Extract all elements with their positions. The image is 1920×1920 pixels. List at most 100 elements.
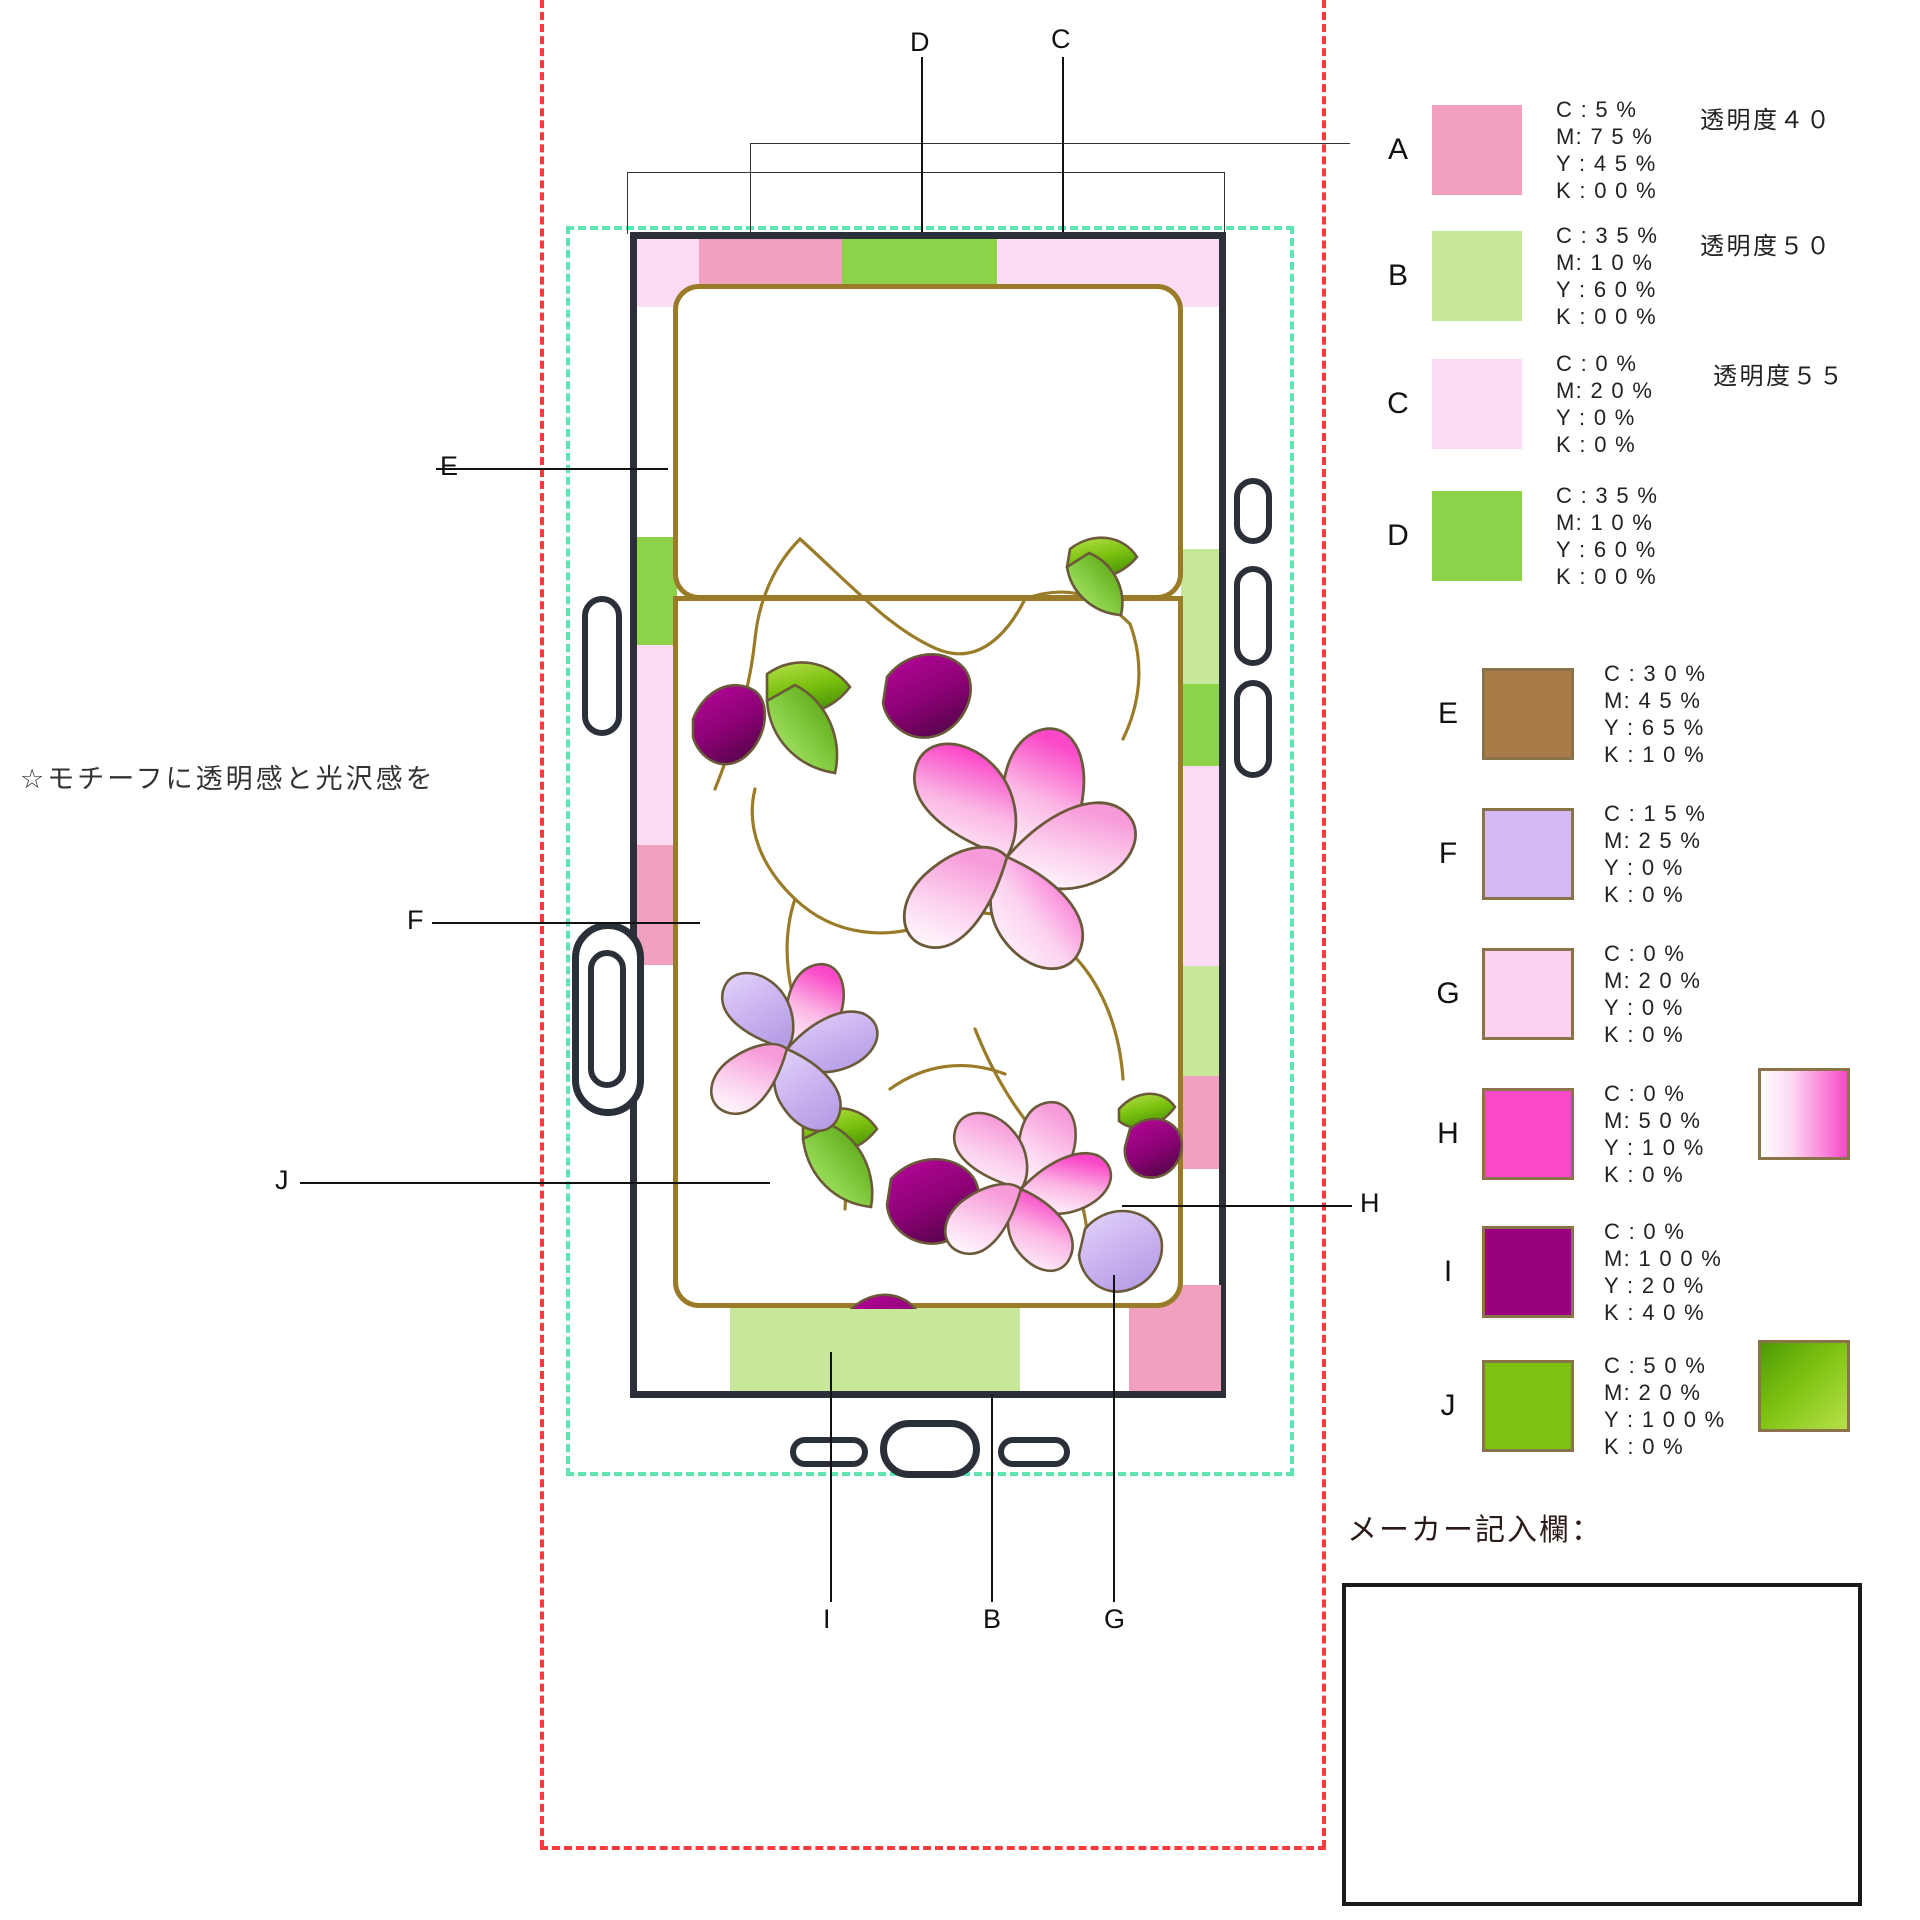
callout-leader-j: [300, 1182, 770, 1184]
legend-y-e: Y : 6 5 %: [1604, 715, 1705, 740]
band-right-c: [1181, 766, 1219, 966]
legend-letter-c: C: [1387, 387, 1409, 420]
band-left-d: [637, 537, 677, 645]
legend-m-b: M: 1 0 %: [1556, 250, 1654, 275]
dimension-tick-inner-left: [750, 143, 751, 233]
button-cutout-right-1: [1234, 478, 1272, 544]
legend-k-c: K : 0 %: [1556, 432, 1637, 457]
legend-letter-g: G: [1436, 977, 1460, 1010]
legend-letter-a: A: [1387, 133, 1408, 166]
legend-y-i: Y : 2 0 %: [1604, 1273, 1705, 1298]
legend-letter-b: B: [1387, 259, 1408, 292]
legend-swatch-g: [1482, 948, 1574, 1040]
legend-row-f: F C : 1 5 % M: 2 5 % Y : 0 % K : 0 %: [1428, 800, 1706, 908]
legend-swatch-a: [1432, 105, 1522, 195]
legend-letter-e: E: [1437, 697, 1458, 730]
callout-label-g: G: [1104, 1604, 1126, 1634]
legend-opacity-a: 透明度４０: [1700, 106, 1833, 134]
button-cutout-bottom-left: [790, 1437, 868, 1467]
bleed-guide-left: [540, 0, 544, 1848]
legend-m-a: M: 7 5 %: [1556, 124, 1654, 149]
legend-k-e: K : 1 0 %: [1604, 742, 1705, 767]
legend-row-c: C C : 0 % M: 2 0 % Y : 0 % K : 0 %: [1378, 350, 1653, 458]
callout-label-d: D: [910, 27, 930, 57]
legend-row-i: I C : 0 % M: 1 0 0 % Y : 2 0 % K : 4 0 %: [1428, 1218, 1722, 1326]
legend-row-a: A C : 5 % M: 7 5 % Y : 4 5 % K : 0 0 %: [1378, 96, 1657, 204]
legend-c-g: C : 0 %: [1604, 941, 1686, 966]
band-right-b2: [1181, 966, 1219, 1076]
legend-swatch-b: [1432, 231, 1522, 321]
legend-c-e: C : 3 0 %: [1604, 661, 1707, 686]
legend-c-c: C : 0 %: [1556, 351, 1638, 376]
legend-row-j: J C : 5 0 % M: 2 0 % Y : 1 0 0 % K : 0 %: [1428, 1352, 1726, 1460]
band-bottom-b: [730, 1307, 1020, 1391]
legend-c-j: C : 5 0 %: [1604, 1353, 1707, 1378]
legend-c-i: C : 0 %: [1604, 1219, 1686, 1244]
callout-leader-f: [432, 922, 700, 924]
callout-leader-g: [1113, 1275, 1115, 1602]
legend-y-d: Y : 6 0 %: [1556, 537, 1657, 562]
callout-label-f: F: [407, 905, 424, 935]
button-cutout-right-3: [1234, 680, 1272, 778]
callout-label-b: B: [983, 1604, 1002, 1634]
legend-m-d: M: 1 0 %: [1556, 510, 1654, 535]
callout-label-j: J: [275, 1165, 289, 1195]
callout-leader-b: [991, 1395, 993, 1602]
callout-leader-i: [830, 1352, 832, 1602]
legend-gradient-swatch-j: [1758, 1340, 1850, 1432]
legend-opacity-c: 透明度５５: [1713, 362, 1846, 390]
legend-letter-j: J: [1440, 1389, 1456, 1422]
band-right-a: [1181, 1076, 1219, 1169]
legend-row-d: D C : 3 5 % M: 1 0 % Y : 6 0 % K : 0 0 %: [1378, 482, 1658, 590]
legend-c-d: C : 3 5 %: [1556, 483, 1659, 508]
phone-case-body: [630, 232, 1226, 1398]
legend-m-c: M: 2 0 %: [1556, 378, 1654, 403]
callout-leader-e: [436, 468, 668, 470]
band-left-a: [637, 845, 677, 965]
legend-k-h: K : 0 %: [1604, 1162, 1685, 1187]
legend-row-b: B C : 3 5 % M: 1 0 % Y : 6 0 % K : 0 0 %: [1378, 222, 1658, 330]
legend-c-f: C : 1 5 %: [1604, 801, 1707, 826]
legend-swatch-c: [1432, 359, 1522, 449]
legend-k-f: K : 0 %: [1604, 882, 1685, 907]
dimension-tick-outer-right: [1224, 172, 1225, 234]
callout-leader-h: [1122, 1205, 1352, 1207]
legend-k-i: K : 4 0 %: [1604, 1300, 1705, 1325]
legend-row-g: G C : 0 % M: 2 0 % Y : 0 % K : 0 %: [1428, 940, 1701, 1048]
legend-swatch-e: [1482, 668, 1574, 760]
button-cutout-left-small: [582, 596, 622, 736]
callout-label-c: C: [1051, 24, 1071, 54]
legend-opacity-b: 透明度５０: [1700, 232, 1833, 260]
legend-letter-h: H: [1437, 1117, 1459, 1150]
legend-k-g: K : 0 %: [1604, 1022, 1685, 1047]
dimension-tick-outer-left: [627, 172, 628, 234]
legend-m-j: M: 2 0 %: [1604, 1380, 1702, 1405]
dimension-line-inner: [750, 143, 1350, 144]
legend-k-a: K : 0 0 %: [1556, 178, 1657, 203]
legend-letter-f: F: [1438, 837, 1458, 870]
legend-swatch-f: [1482, 808, 1574, 900]
maker-entry-label: メーカー記入欄：: [1347, 1513, 1603, 1548]
legend-m-h: M: 5 0 %: [1604, 1108, 1702, 1133]
legend-m-e: M: 4 5 %: [1604, 688, 1702, 713]
legend-y-g: Y : 0 %: [1604, 995, 1684, 1020]
legend-y-c: Y : 0 %: [1556, 405, 1636, 430]
callout-label-i: I: [823, 1604, 832, 1634]
legend-k-d: K : 0 0 %: [1556, 564, 1657, 589]
legend-swatch-d: [1432, 491, 1522, 581]
legend-c-b: C : 3 5 %: [1556, 223, 1659, 248]
callout-leader-d: [921, 57, 923, 234]
legend-y-h: Y : 1 0 %: [1604, 1135, 1705, 1160]
band-right-d: [1181, 684, 1219, 766]
design-note: ☆モチーフに透明感と光沢感を: [20, 764, 436, 795]
maker-entry-box[interactable]: [1342, 1583, 1862, 1906]
legend-gradient-swatch-h: [1758, 1068, 1850, 1160]
bleed-guide-right: [1322, 0, 1326, 1848]
button-cutout-bottom-center: [880, 1420, 980, 1478]
legend-c-h: C : 0 %: [1604, 1081, 1686, 1106]
band-top-a: [699, 239, 842, 287]
legend-letter-d: D: [1387, 519, 1409, 552]
button-cutout-right-2: [1234, 566, 1272, 666]
button-cutout-bottom-right: [998, 1437, 1070, 1467]
band-top-d: [842, 239, 997, 287]
